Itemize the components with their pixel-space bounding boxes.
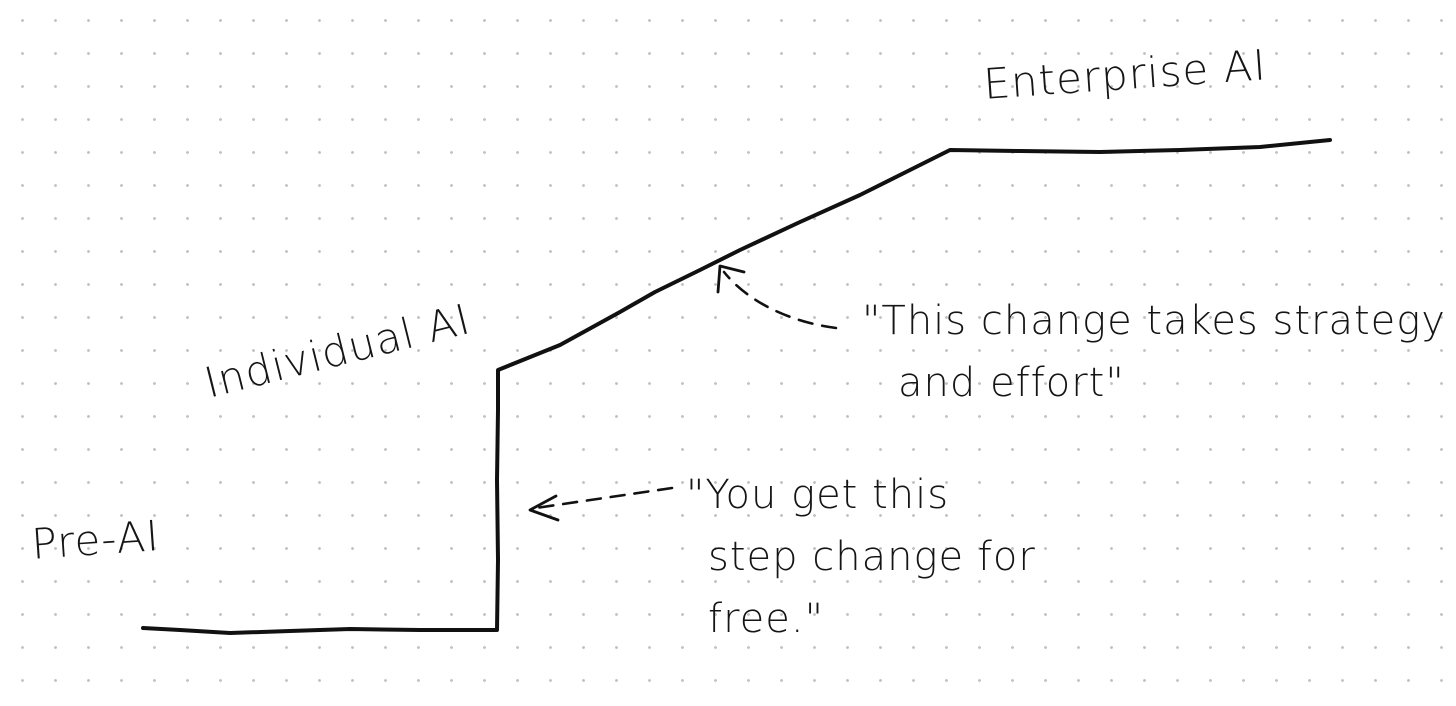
step-change-arrowhead <box>528 494 560 522</box>
step-change-arrow-shaft <box>534 486 674 510</box>
strategy-note-line-2: and effort" <box>898 360 1125 406</box>
strategy-note-line-1: "This change takes strategy <box>862 298 1446 344</box>
step-change-note-line-2: step change for <box>708 534 1036 580</box>
adoption-curve-line <box>141 138 1332 635</box>
pre-ai-label: Pre-AI <box>29 511 162 569</box>
strategy-arrow-shaft <box>722 270 838 330</box>
strategy-arrowhead <box>716 264 746 294</box>
step-change-note-line-1: "You get this <box>686 472 950 518</box>
step-change-note: "You get this step change for free." <box>686 464 1036 650</box>
step-change-note-line-3: free." <box>708 596 824 642</box>
strategy-note: "This change takes strategy and effort" <box>862 290 1446 414</box>
